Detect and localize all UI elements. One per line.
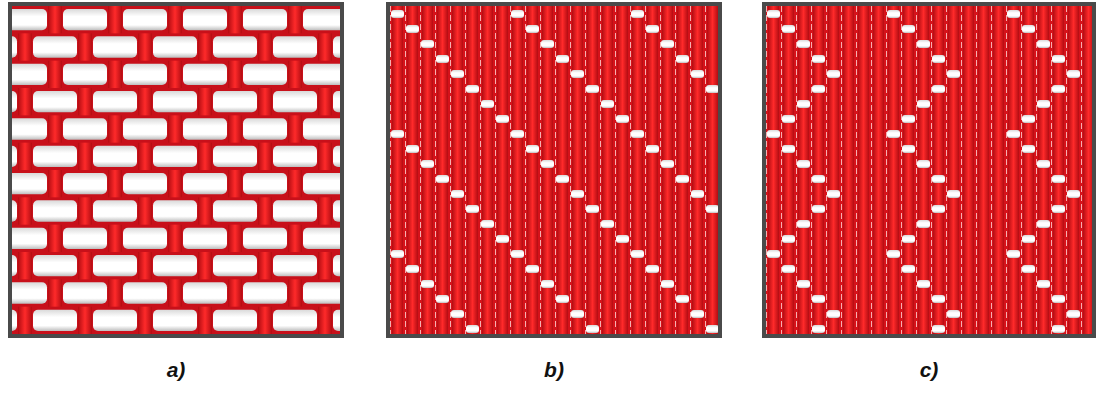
panel-label: c) bbox=[899, 358, 959, 382]
weft-faced-weave bbox=[12, 6, 340, 334]
panel-label: b) bbox=[524, 358, 584, 382]
panel-frame bbox=[762, 2, 1096, 338]
panel-label: a) bbox=[146, 358, 206, 382]
panel-frame bbox=[386, 2, 722, 338]
twill-weave bbox=[390, 6, 718, 334]
zigzag-weave bbox=[766, 6, 1092, 334]
panel-frame bbox=[8, 2, 344, 338]
